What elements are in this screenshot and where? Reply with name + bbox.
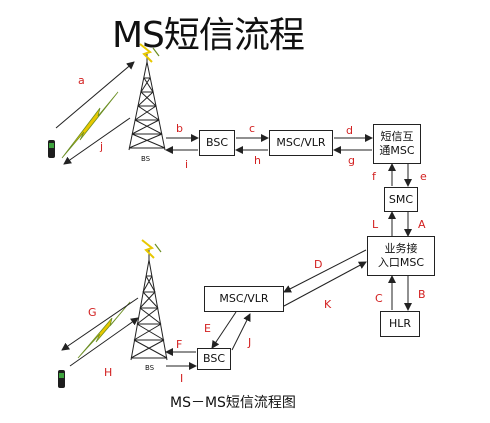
label-G: G bbox=[88, 306, 97, 319]
bs-label-top: BS bbox=[141, 155, 151, 163]
label-A: A bbox=[418, 218, 426, 231]
label-K: K bbox=[324, 298, 332, 311]
node-bsc-top: BSC bbox=[199, 130, 235, 156]
label-c: c bbox=[249, 122, 256, 135]
arrow-j bbox=[63, 117, 131, 165]
mobile-phone-icon bbox=[58, 370, 65, 388]
label-E: E bbox=[204, 322, 211, 335]
node-bsc-bottom: BSC bbox=[197, 348, 231, 370]
label-F: F bbox=[176, 338, 183, 351]
arrow-E bbox=[211, 311, 237, 349]
lightning-top bbox=[61, 91, 119, 159]
label-f: f bbox=[372, 170, 376, 183]
node-sms-gmsc-line1: 短信互 bbox=[380, 130, 414, 144]
signal-bottom bbox=[141, 239, 162, 259]
label-J: J bbox=[248, 336, 252, 349]
node-sms-gmsc-line2: 通MSC bbox=[379, 144, 415, 157]
label-j: j bbox=[100, 140, 104, 153]
label-H: H bbox=[104, 366, 113, 379]
label-a: a bbox=[78, 74, 85, 87]
label-L: L bbox=[372, 218, 379, 231]
page-title: MS短信流程 bbox=[112, 15, 305, 56]
arrow-G bbox=[61, 297, 139, 351]
label-h: h bbox=[254, 154, 261, 167]
node-sms-iwmsc-line1: 业务接 bbox=[384, 242, 418, 256]
lightning-bottom bbox=[77, 301, 131, 359]
node-sms-iwmsc: 业务接 入口MSC bbox=[367, 236, 435, 276]
arrow-D bbox=[283, 249, 367, 293]
node-msc-vlr-bottom: MSC/VLR bbox=[204, 286, 284, 312]
signal-top bbox=[139, 43, 160, 63]
label-e: e bbox=[420, 170, 427, 183]
arrow-a bbox=[55, 61, 135, 129]
label-I: I bbox=[180, 372, 184, 385]
label-D: D bbox=[314, 258, 323, 271]
arrow-K bbox=[283, 261, 367, 307]
label-g: g bbox=[348, 154, 355, 167]
label-i: i bbox=[185, 158, 189, 171]
node-msc-vlr-top: MSC/VLR bbox=[269, 130, 333, 156]
label-C: C bbox=[375, 292, 383, 305]
arrow-J bbox=[231, 313, 251, 351]
diagram-caption: MS－MS短信流程图 bbox=[170, 395, 296, 411]
label-B: B bbox=[418, 288, 426, 301]
node-sms-iwmsc-line2: 入口MSC bbox=[377, 256, 425, 269]
bs-label-bottom: BS bbox=[145, 364, 155, 372]
node-smc: SMC bbox=[384, 187, 418, 212]
label-b: b bbox=[176, 122, 183, 135]
node-sms-gmsc: 短信互 通MSC bbox=[373, 124, 421, 164]
tower-top bbox=[128, 52, 166, 151]
mobile-phone-icon bbox=[48, 140, 55, 158]
arrow-H bbox=[69, 317, 139, 367]
label-d: d bbox=[346, 124, 353, 137]
node-hlr: HLR bbox=[380, 311, 420, 337]
tower-bottom bbox=[130, 250, 168, 361]
